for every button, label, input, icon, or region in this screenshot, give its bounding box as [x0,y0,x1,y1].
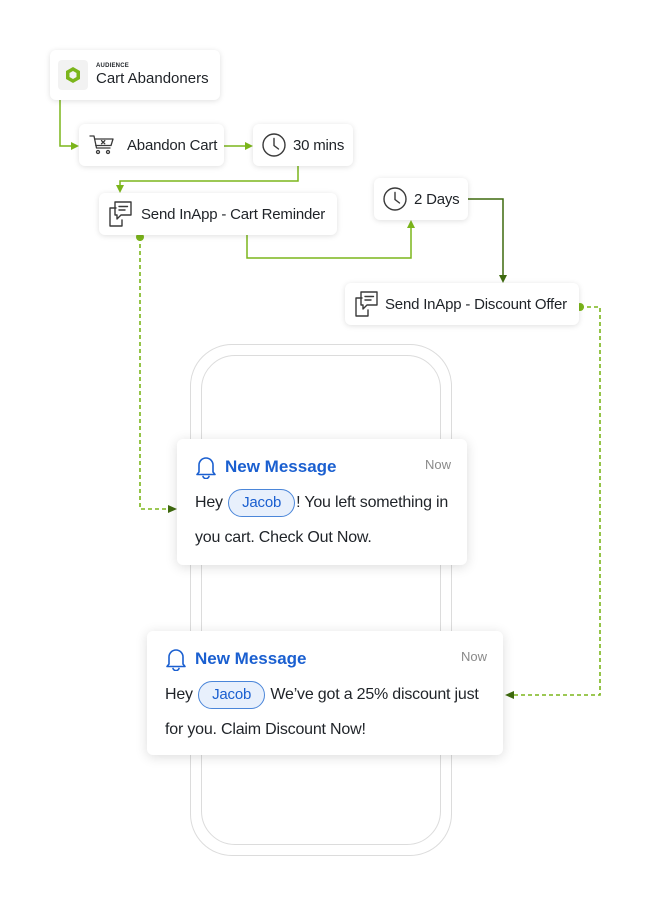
abandon-cart-label: Abandon Cart [127,136,218,154]
send-inapp-reminder-node[interactable]: Send InApp - Cart Reminder [99,193,337,235]
message-title: New Message [195,649,307,668]
arrowhead [505,691,514,699]
arrowhead [407,220,415,228]
phone-frame-inner [201,355,441,845]
message-body: Hey Jacob We’ve got a 25% discount just … [165,677,487,747]
inapp-message-icon [107,200,133,228]
clock-icon [261,132,287,158]
arrowhead [116,185,124,193]
wait-30-mins-node[interactable]: 30 mins [253,124,353,166]
send-inapp-discount-node[interactable]: Send InApp - Discount Offer [345,283,579,325]
connector-reminder-to-card1 [139,237,170,510]
message-title: New Message [225,457,337,476]
connector-audience-to-abandon [59,100,72,147]
arrowhead [499,275,507,283]
connector-wait-to-reminder [119,166,299,186]
arrowhead [245,142,253,150]
message-card-reminder[interactable]: New Message Now Hey Jacob! You left some… [177,439,467,565]
send-inapp-reminder-label: Send InApp - Cart Reminder [141,205,326,223]
shopping-cart-icon [89,134,115,156]
arrowhead [71,142,79,150]
abandon-cart-node[interactable]: Abandon Cart [79,124,224,166]
wait-2-days-node[interactable]: 2 Days [374,178,468,220]
message-text: We’ve got a 25% discount just for you. C… [165,686,479,738]
message-card-discount[interactable]: New Message Now Hey Jacob We’ve got a 25… [147,631,503,755]
message-text: ! You left something in you cart. Check … [195,494,449,546]
connector-2days-to-discount [468,198,504,276]
message-time: Now [424,457,451,472]
clock-icon [382,186,408,212]
send-inapp-discount-label: Send InApp - Discount Offer [385,295,567,313]
message-body: Hey Jacob! You left something in you car… [195,485,451,555]
arrowhead [168,505,177,513]
audience-title: Cart Abandoners [96,70,209,87]
inapp-message-icon [353,290,379,318]
wait-30-label: 30 mins [293,136,345,154]
message-time: Now [460,649,487,664]
phone-frame-outer [190,344,452,856]
wait-2-days-label: 2 Days [414,190,460,208]
bell-icon [165,647,187,671]
message-greeting: Hey [165,686,193,703]
message-greeting: Hey [195,494,223,511]
connector-discount-to-card2 [513,306,601,696]
name-token: Jacob [198,681,266,709]
audience-sublabel: AUDIENCE [96,63,129,69]
name-token: Jacob [228,489,296,517]
bell-icon [195,455,217,479]
audience-node[interactable]: AUDIENCE Cart Abandoners [50,50,220,100]
hexagon-badge-icon [58,60,88,90]
